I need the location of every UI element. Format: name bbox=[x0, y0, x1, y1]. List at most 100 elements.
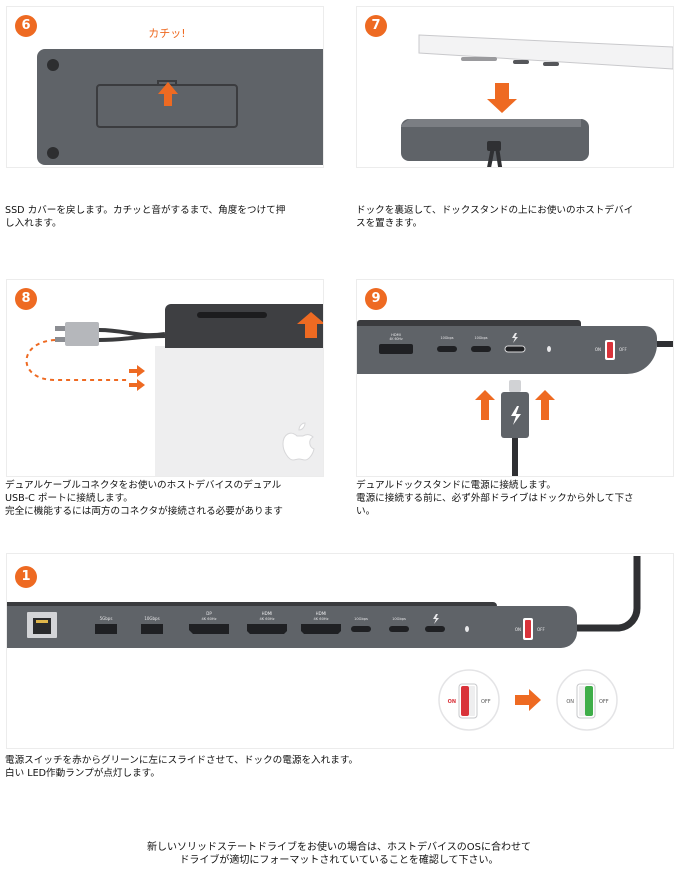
up-arrow bbox=[535, 390, 555, 420]
off-label: OFF bbox=[619, 347, 627, 352]
power-plug bbox=[509, 380, 521, 392]
on-label: ON bbox=[448, 699, 456, 705]
on-label: ON bbox=[595, 347, 601, 352]
step-6-caption: SSD カバーを戻します。カチッと音がするまで、角度をつけて押 し入れます。 bbox=[5, 204, 325, 230]
power-switch-slider bbox=[607, 342, 613, 358]
dp-sub-label: 4K 60Hz bbox=[202, 617, 217, 621]
usb-c-label: 10Gbps bbox=[354, 617, 368, 621]
caption-line: 白い LED作動ランプが点灯します。 bbox=[5, 768, 160, 780]
power-switch-slider-red bbox=[461, 686, 469, 716]
dock-slot bbox=[197, 312, 267, 318]
laptop-lid bbox=[418, 34, 673, 70]
usb-c-label: 10Gbps bbox=[474, 336, 487, 340]
step-number-badge: 8 bbox=[15, 288, 37, 310]
usb-c-connector bbox=[65, 322, 99, 346]
rubber-foot bbox=[47, 147, 59, 159]
insert-arrow bbox=[129, 379, 145, 391]
usb-a-label: 5Gbps bbox=[100, 616, 113, 621]
caption-line: し入れます。 bbox=[5, 218, 62, 230]
hdmi-label: HDMI bbox=[391, 333, 401, 337]
push-arrow bbox=[158, 82, 178, 106]
usb-c-tip bbox=[55, 326, 65, 331]
hdmi-sub-label: 4K 60Hz bbox=[314, 617, 329, 621]
cover-latch bbox=[157, 80, 177, 85]
lightning-icon bbox=[512, 333, 518, 343]
on-label: ON bbox=[515, 627, 521, 632]
up-arrow bbox=[297, 312, 323, 338]
laptop-port bbox=[543, 62, 559, 66]
lightning-icon bbox=[433, 614, 439, 624]
step-number-badge: 7 bbox=[365, 15, 387, 37]
power-switch-track bbox=[469, 686, 475, 716]
power-cable bbox=[577, 556, 641, 632]
step-number-badge: 1 bbox=[15, 566, 37, 588]
hdmi-sub-label: 4K 60Hz bbox=[389, 337, 403, 341]
step-number-badge: 9 bbox=[365, 288, 387, 310]
step-7-panel: 7 bbox=[356, 6, 674, 168]
usb-c-port bbox=[389, 626, 409, 632]
off-label: OFF bbox=[537, 627, 545, 632]
led-indicator bbox=[547, 346, 551, 352]
step-number-badge: 6 bbox=[15, 15, 37, 37]
caption-line: い。 bbox=[356, 506, 376, 518]
usb-c-port bbox=[471, 346, 491, 352]
dock-rear-panel bbox=[7, 606, 577, 648]
power-switch-track bbox=[579, 686, 585, 716]
power-port bbox=[425, 626, 445, 632]
step-7-caption: ドックを裏返して、ドックスタンドの上にお使いのホストデバイ スを置きます。 bbox=[356, 204, 676, 230]
step-power-caption: 電源スイッチを赤からグリーンに左にスライドさせて、ドックの電源を入れます。 白い… bbox=[5, 754, 665, 780]
hdmi-port bbox=[301, 624, 341, 634]
dock-stand-top bbox=[401, 119, 581, 127]
usb-a-port bbox=[95, 624, 117, 634]
dual-cable-illustration bbox=[25, 304, 323, 476]
usb-a-port bbox=[141, 624, 163, 634]
displayport-port bbox=[189, 624, 229, 634]
up-arrow bbox=[475, 390, 495, 420]
off-label: OFF bbox=[599, 699, 609, 705]
dual-cable bbox=[98, 328, 166, 342]
caption-line: 完全に機能するには両方のコネクタが接続される必要があります bbox=[5, 506, 283, 518]
step-6-panel: 6 カチッ! bbox=[6, 6, 324, 168]
led-indicator bbox=[465, 626, 469, 632]
caption-line: USB-C ポートに接続します。 bbox=[5, 493, 133, 505]
lightning-icon bbox=[511, 406, 521, 425]
dock-body bbox=[165, 304, 323, 348]
laptop-port bbox=[461, 57, 497, 61]
dock-underside bbox=[37, 49, 323, 165]
place-device-illustration bbox=[401, 34, 673, 167]
usb-c-port bbox=[437, 346, 457, 352]
insert-path bbox=[25, 339, 127, 381]
caption-line: スを置きます。 bbox=[356, 218, 423, 230]
right-arrow bbox=[515, 689, 541, 711]
insert-arrow bbox=[129, 365, 145, 377]
rubber-foot bbox=[47, 59, 59, 71]
step-9-caption: デュアルドックスタンドに電源に接続します。 電源に接続する前に、必ず外部ドライブ… bbox=[356, 479, 676, 519]
caption-line: デュアルケーブルコネクタをお使いのホストデバイスのデュアル bbox=[5, 480, 282, 491]
dock-stand bbox=[401, 119, 589, 161]
usb-a-label: 10Gbps bbox=[144, 616, 159, 621]
caption-line: デュアルドックスタンドに電源に接続します。 bbox=[356, 480, 556, 491]
hdmi-sub-label: 4K 60Hz bbox=[260, 617, 275, 621]
power-switch-slider-green bbox=[585, 686, 593, 716]
apple-logo bbox=[282, 422, 315, 461]
power-switch-slider bbox=[525, 620, 531, 638]
usb-c-port bbox=[351, 626, 371, 632]
dock-cable bbox=[487, 146, 503, 167]
ssd-cover-illustration: カチッ! bbox=[37, 27, 323, 165]
caption-line: ドックを裏返して、ドックスタンドの上にお使いのホストデバイ bbox=[356, 205, 634, 216]
laptop-port bbox=[513, 60, 529, 64]
note-line: 新しいソリッドステートドライブをお使いの場合は、ホストデバイスのOSに合わせて bbox=[147, 842, 531, 853]
format-note: 新しいソリッドステートドライブをお使いの場合は、ホストデバイスのOSに合わせて … bbox=[0, 841, 678, 867]
step-9-panel: 9 HDMI 4K 60Hz 10Gbps 10Gbps ON OFF bbox=[356, 279, 674, 477]
step-8-panel: 8 bbox=[6, 279, 324, 477]
usb-c-label: 10Gbps bbox=[440, 336, 453, 340]
caption-line: 電源スイッチを赤からグリーンに左にスライドさせて、ドックの電源を入れます。 bbox=[5, 755, 359, 766]
down-arrow bbox=[487, 83, 517, 113]
caption-line: SSD カバーを戻します。カチッと音がするまで、角度をつけて押 bbox=[5, 205, 286, 216]
cable-plug bbox=[487, 141, 501, 151]
power-on-illustration: 5Gbps 10Gbps DP 4K 60Hz HDMI 4K 60Hz HDM… bbox=[7, 556, 641, 731]
caption-line: 電源に接続する前に、必ず外部ドライブはドックから外して下さ bbox=[356, 493, 634, 505]
step-8-caption: デュアルケーブルコネクタをお使いのホストデバイスのデュアル USB-C ポートに… bbox=[5, 479, 335, 519]
usb-c-label: 10Gbps bbox=[392, 617, 406, 621]
usb-c-tip bbox=[55, 337, 65, 342]
